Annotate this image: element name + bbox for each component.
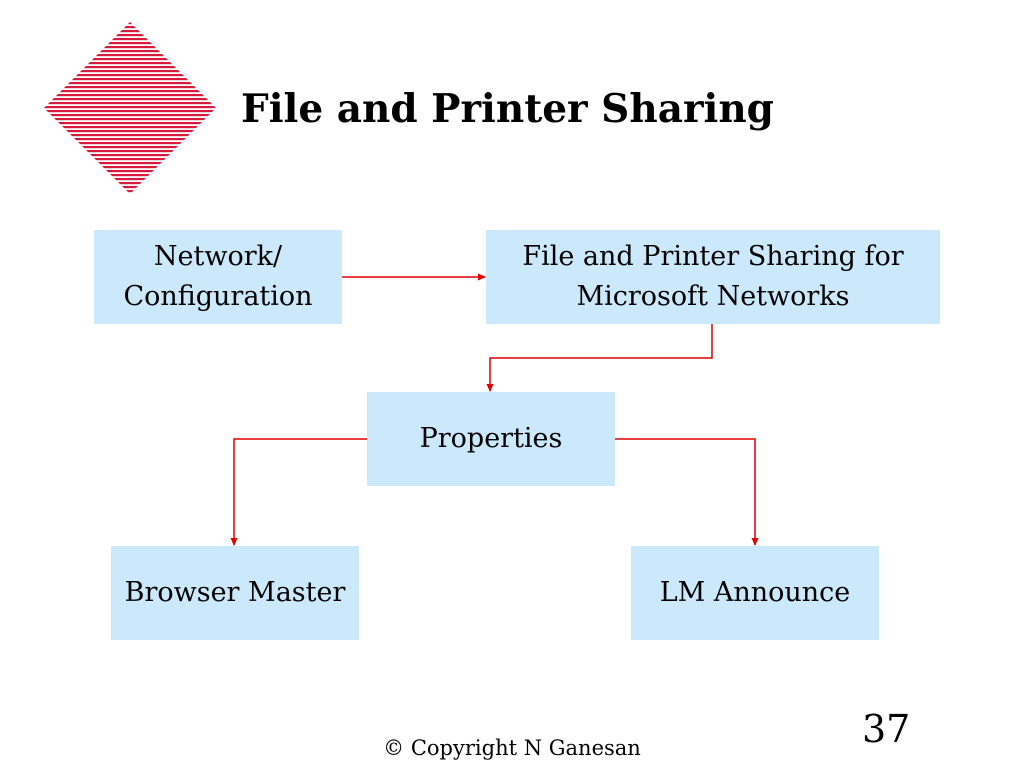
node-network-configuration: Network/ Configuration [94,230,342,324]
arrow-properties-to-browser-master [230,438,367,546]
arrow-properties-to-lm-announce [615,438,759,546]
copyright-footer: © Copyright N Ganesan [383,736,641,760]
node-label: Properties [419,423,563,454]
page-number: 37 [862,707,911,751]
slide-title: File and Printer Sharing [241,86,774,132]
striped-diamond-logo-icon [44,22,216,194]
node-label: Browser Master [124,577,346,608]
node-browser-master: Browser Master [111,546,359,640]
node-properties: Properties [367,392,615,486]
node-label: LM Announce [659,577,851,608]
node-file-printer-sharing: File and Printer Sharing for Microsoft N… [486,230,940,324]
node-lm-announce: LM Announce [631,546,879,640]
arrow-file-sharing-to-properties [486,324,713,392]
node-label-line: Configuration [123,281,313,312]
node-label-line: Microsoft Networks [576,281,850,312]
node-label-line: Network/ [153,241,283,272]
node-label-line: File and Printer Sharing for [522,241,904,272]
